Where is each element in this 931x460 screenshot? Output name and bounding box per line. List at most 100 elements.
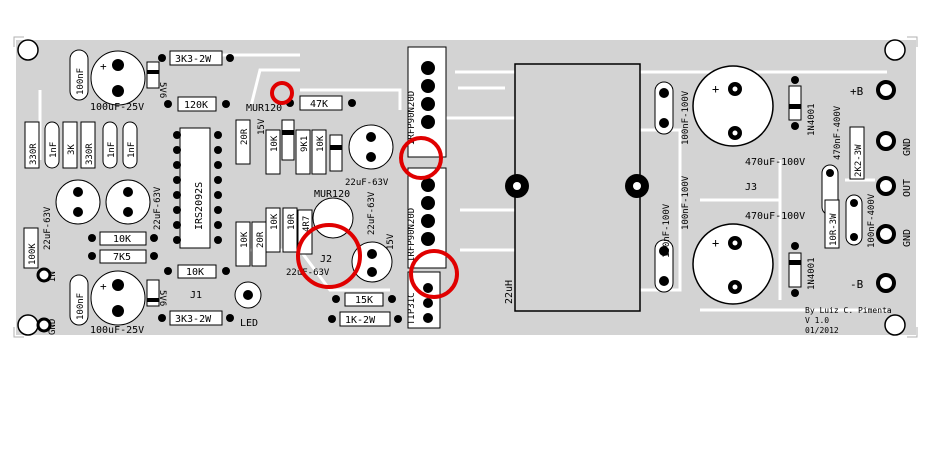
resistor-10k-e: 10K xyxy=(265,207,281,253)
terminal-pads xyxy=(876,80,896,293)
resistor-47k: 47K xyxy=(286,95,356,111)
terminal-minus-b: -B xyxy=(850,278,864,291)
highlight-circle xyxy=(399,136,443,180)
resistor-3k3-bottom: 3K3-2W xyxy=(158,310,234,326)
mounting-hole xyxy=(884,314,906,336)
highlight-circle xyxy=(270,81,294,105)
resistor-label: 10K xyxy=(240,231,250,248)
resistor-10r-3w: 10R-3W xyxy=(824,199,840,249)
zener-15v-label: 15V xyxy=(257,118,267,135)
resistor-9k1: 9K1 xyxy=(295,129,311,175)
capacitor-1nf-a: 1nF xyxy=(44,121,60,169)
resistor-10k-f: 10K xyxy=(235,221,251,267)
zener-5v6-top: 5V6 xyxy=(146,61,167,98)
resistor-label: 10K xyxy=(316,135,326,152)
diode-1n4001-bottom: 1N4001 xyxy=(788,242,817,297)
zener-label: 5V6 xyxy=(157,290,167,306)
resistor-10k-d: 10K xyxy=(311,129,327,175)
capacitor-22uf-mid: 22uF-63V xyxy=(105,179,163,230)
led-label: LED xyxy=(240,318,258,329)
resistor-label: 20R xyxy=(256,231,266,248)
resistor-label: 9K1 xyxy=(300,136,310,152)
resistor-label: 3K3-2W xyxy=(175,54,212,65)
resistor-label: 1K-2W xyxy=(345,315,376,326)
resistor-label: 7K5 xyxy=(113,252,131,263)
resistor-label: 10K xyxy=(186,267,204,278)
jumper-j1-label: J1 xyxy=(190,290,202,301)
zener-5v6-bottom: 5V6 xyxy=(146,279,167,307)
capacitor-label: 1nF xyxy=(107,142,117,158)
capacitor-1nf-b: 1nF xyxy=(102,121,118,169)
mounting-hole xyxy=(884,39,906,61)
capacitor-label: 100uF-25V xyxy=(90,325,144,336)
capacitor-22uf-right-a: 22uF-63V xyxy=(345,124,394,188)
diode-label: 1N4001 xyxy=(807,103,817,136)
resistor-330r-a: 330R xyxy=(24,121,40,169)
ic-label: IRS2092S xyxy=(194,182,205,230)
resistor-label: 10K xyxy=(270,213,280,230)
highlight-circle xyxy=(409,249,459,299)
resistor-330r-b: 330R xyxy=(80,121,96,169)
capacitor-label: 100nF xyxy=(76,68,86,95)
capacitor-label: 100nF-100V xyxy=(681,90,691,145)
mosfet-label: IRFP90N20D xyxy=(407,208,417,262)
capacitor-label: 100nF xyxy=(76,293,86,320)
capacitor-100uf-top: + 100uF-25V xyxy=(90,50,146,113)
resistor-10r-a: 10R xyxy=(282,207,298,253)
resistor-10k-a: 10K xyxy=(88,231,158,246)
capacitor-label: 22uF-63V xyxy=(153,186,163,230)
capacitor-label: 1nF xyxy=(127,142,137,158)
capacitor-label: 22uF-63V xyxy=(345,178,389,188)
credit-line-author: By Luiz C. Pimenta xyxy=(805,306,892,315)
mur120-top-label: MUR120 xyxy=(246,103,282,114)
capacitor-label: 22uF-63V xyxy=(43,206,53,250)
capacitor-100nf-100v-c: 100nF-100V xyxy=(681,175,691,230)
capacitor-100uf-bottom: + 100uF-25V xyxy=(90,270,146,336)
mounting-hole xyxy=(17,39,39,61)
diode-mur120-bottom xyxy=(329,134,343,172)
svg-text:+: + xyxy=(100,60,107,73)
capacitor-100nf-small-bottom: 100nF xyxy=(69,274,89,326)
capacitor-100nf-100v-a: 100nF-100V xyxy=(654,81,691,145)
highlight-markers xyxy=(270,81,459,299)
resistor-1k-2w: 1K-2W xyxy=(328,311,402,327)
capacitor-label: 100uF-25V xyxy=(90,102,144,113)
capacitor-1nf-c: 1nF xyxy=(122,121,138,169)
resistor-15k: 15K xyxy=(332,292,396,307)
capacitor-label: 470uF-100V xyxy=(745,211,805,222)
resistor-label: 10R xyxy=(287,213,297,230)
resistor-label: 10K xyxy=(270,135,280,152)
capacitor-470uf-bottom: + 470uF-100V xyxy=(692,211,805,305)
resistor-120k: 120K xyxy=(164,96,230,112)
capacitor-label: 22uF-63V xyxy=(286,268,330,278)
resistor-10k-b: 10K xyxy=(164,264,230,279)
mosfet-label: IRFP90N20D xyxy=(407,91,417,145)
capacitor-label: 470uF-100V xyxy=(745,157,805,168)
resistor-label: 15K xyxy=(355,295,373,306)
resistor-7k5: 7K5 xyxy=(88,249,158,264)
resistor-3k3-top: 3K3-2W xyxy=(158,50,234,66)
capacitor-100nf-400v: 100nF-400V xyxy=(845,193,877,248)
resistor-label: 3K xyxy=(67,144,77,155)
diode-mur120-top xyxy=(281,119,295,161)
inductor-label: 22uH xyxy=(504,280,515,304)
resistor-label: 10R-3W xyxy=(829,213,839,246)
transistor-label: TIP31C xyxy=(407,292,417,325)
diode-label: 1N4001 xyxy=(807,257,817,290)
resistor-label: 100K xyxy=(28,243,38,265)
resistor-20r-b: 20R xyxy=(251,221,267,267)
terminal-gnd-bottom: GND xyxy=(902,229,913,247)
terminal-gnd-left: GND xyxy=(48,319,58,335)
terminal-plus-b: +B xyxy=(850,85,864,98)
capacitor-label: 100nF-400V xyxy=(867,193,877,248)
diode-1n4001-top: 1N4001 xyxy=(788,76,817,136)
led: LED xyxy=(234,281,262,329)
resistor-3k: 3K xyxy=(62,121,78,169)
terminal-out: OUT xyxy=(902,179,913,197)
svg-text:+: + xyxy=(100,280,107,293)
resistor-label: 10K xyxy=(113,234,131,245)
mur120-bottom-label: MUR120 xyxy=(314,189,350,200)
terminal-gnd-top: GND xyxy=(902,138,913,156)
resistor-label: 120K xyxy=(184,100,208,111)
